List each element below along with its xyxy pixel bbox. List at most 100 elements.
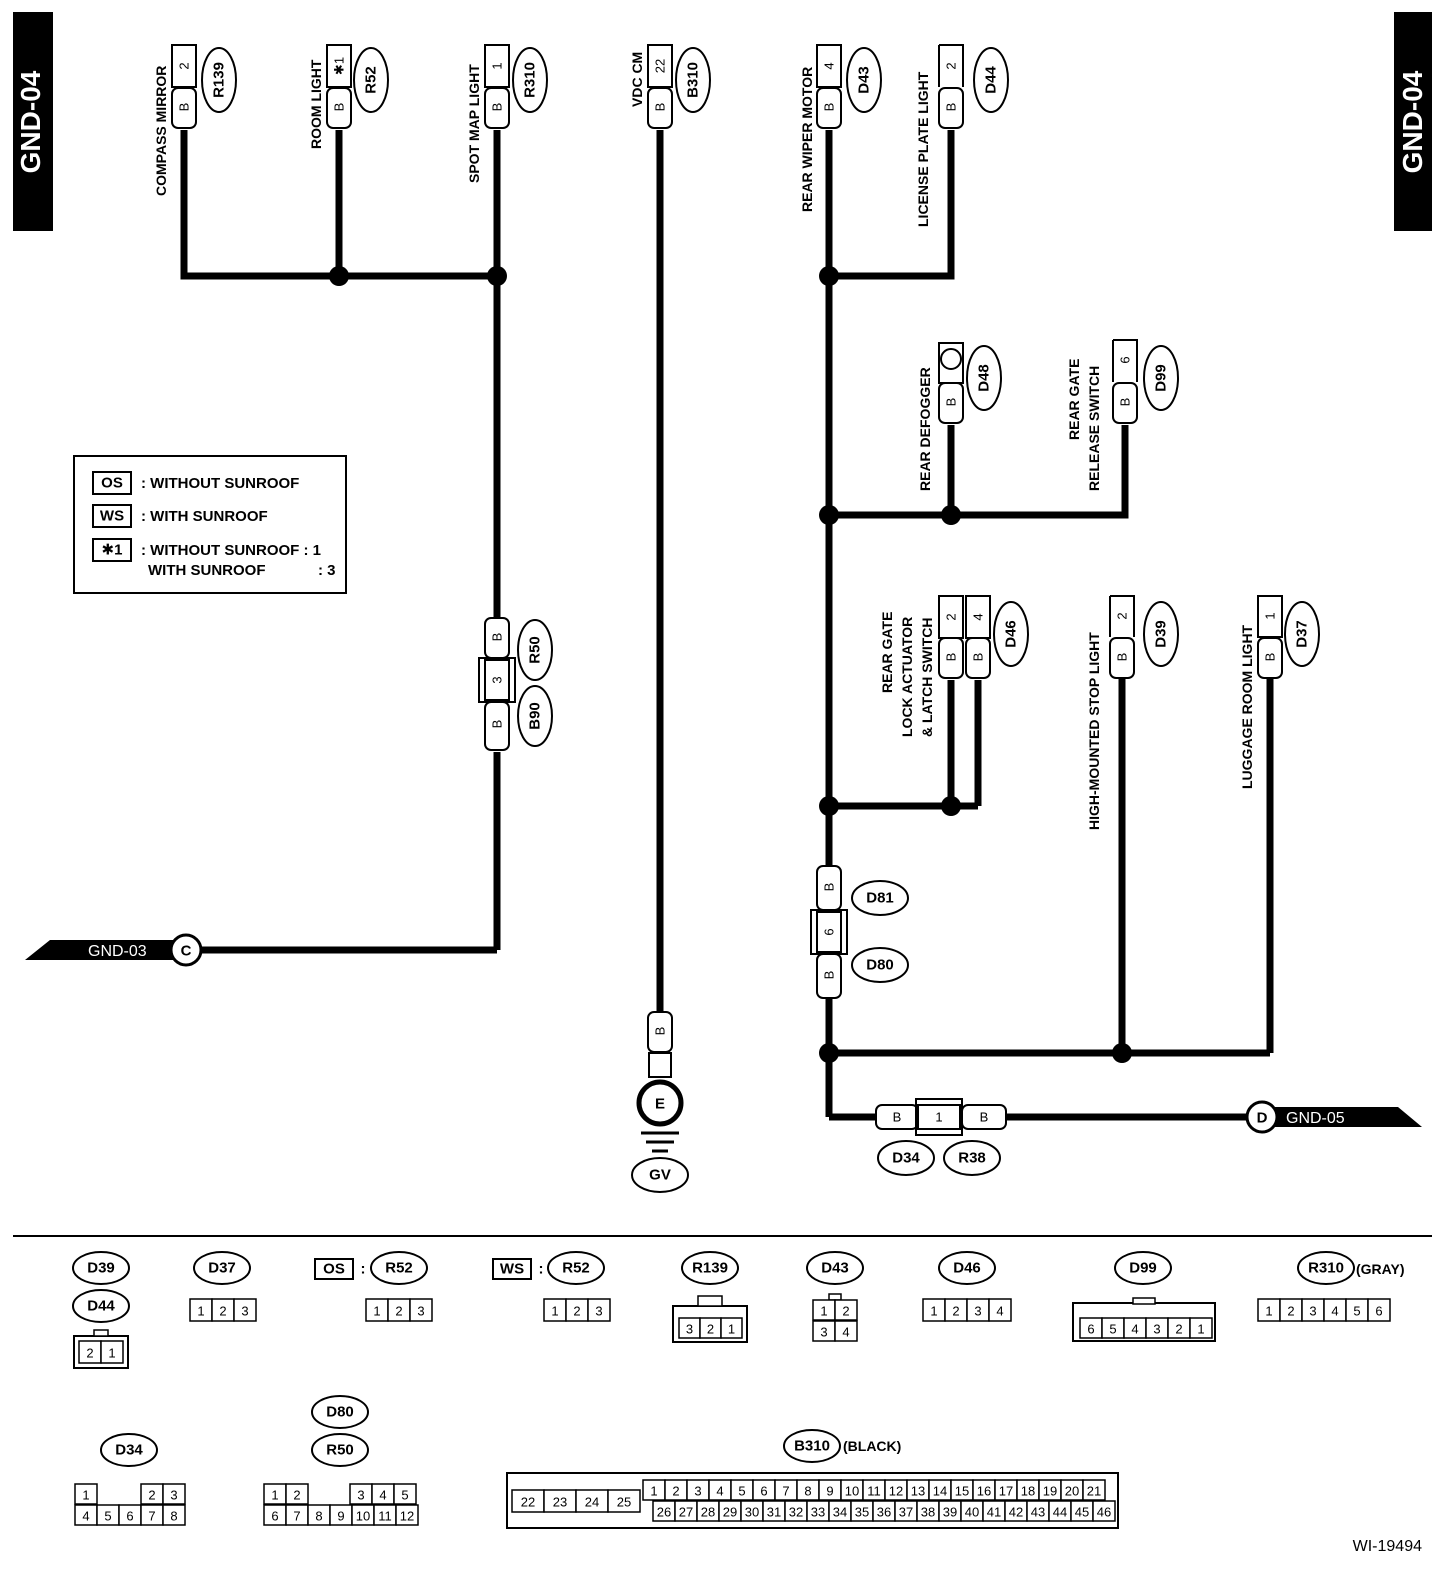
b310-pin: 38: [921, 1505, 935, 1520]
d99-pin: 5: [1109, 1322, 1116, 1337]
b310-pin: 21: [1087, 1484, 1101, 1499]
b310-pin: 12: [889, 1484, 903, 1499]
svg-text:B: B: [971, 653, 986, 662]
svg-text:22: 22: [653, 59, 668, 73]
b310-pin: 29: [723, 1505, 737, 1520]
d37-pin: 3: [241, 1304, 248, 1319]
d99-pin: 1: [1197, 1322, 1204, 1337]
svg-text:D46: D46: [953, 1260, 981, 1277]
svg-text:B: B: [332, 103, 347, 112]
svg-text:R52: R52: [562, 1260, 590, 1277]
svg-text:1: 1: [1263, 612, 1278, 619]
rear-gate-lock-label-1: REAR GATE: [879, 612, 895, 693]
d43-pin: 2: [842, 1304, 849, 1319]
svg-text:B: B: [653, 103, 668, 112]
compass-mirror-connector: 2 B R139 COMPASS MIRROR: [153, 44, 237, 196]
b310-pin: 43: [1031, 1505, 1045, 1520]
svg-text:R52: R52: [363, 66, 380, 94]
d80-pin: 10: [356, 1509, 370, 1524]
svg-text:B310: B310: [794, 1438, 830, 1455]
rear-gate-lock-label-3: & LATCH SWITCH: [919, 618, 935, 738]
d34-pin: 1: [82, 1488, 89, 1503]
svg-text:B310: B310: [685, 62, 702, 98]
svg-text:4: 4: [822, 62, 837, 69]
title-left: GND-04: [15, 70, 46, 173]
b310-pin: 40: [965, 1505, 979, 1520]
svg-text:6: 6: [1118, 356, 1133, 363]
svg-text:6: 6: [822, 928, 837, 935]
b310-pin: 26: [657, 1505, 671, 1520]
spot-map-light-connector: 1 B R310 SPOT MAP LIGHT: [466, 44, 548, 183]
svg-text:R310: R310: [1308, 1260, 1344, 1277]
ground-point-e: B E GV: [631, 1011, 689, 1193]
svg-text:D81: D81: [866, 890, 894, 907]
b310-pin: 37: [899, 1505, 913, 1520]
legend-star-code: ✱1: [102, 542, 123, 559]
svg-text:B: B: [653, 1027, 668, 1036]
b310-pin: 36: [877, 1505, 891, 1520]
svg-text::: :: [361, 1261, 366, 1278]
d34-pin: 4: [82, 1509, 89, 1524]
d80-pin: 7: [293, 1509, 300, 1524]
legend-os-desc: : WITHOUT SUNROOF: [141, 475, 299, 492]
rear-gate-release-connector: 6 B D99 REAR GATE RELEASE SWITCH: [1066, 339, 1179, 491]
b310-pin: 39: [943, 1505, 957, 1520]
svg-text:R50: R50: [527, 636, 544, 664]
svg-text:1: 1: [490, 62, 505, 69]
b310-pin: 35: [855, 1505, 869, 1520]
d99-pin: 2: [1175, 1322, 1182, 1337]
rear-wiper-motor-connector: 4 B D43 REAR WIPER MOTOR: [799, 44, 882, 212]
d80-pin: 12: [400, 1509, 414, 1524]
b310-pin: 23: [553, 1495, 567, 1510]
svg-text:B: B: [893, 1110, 902, 1125]
svg-text:GND-03: GND-03: [88, 943, 147, 960]
svg-text:E: E: [655, 1096, 665, 1113]
svg-text:R139: R139: [692, 1260, 728, 1277]
svg-text:D46: D46: [1003, 620, 1020, 648]
b310-pin: 42: [1009, 1505, 1023, 1520]
r139-pin: 1: [728, 1322, 735, 1337]
d39-pin: 2: [86, 1346, 93, 1361]
legend-ws-desc: : WITH SUNROOF: [141, 508, 268, 525]
figure-id: WI-19494: [1353, 1538, 1422, 1555]
r52-ws-pin: 2: [573, 1304, 580, 1319]
d46-pin: 1: [930, 1304, 937, 1319]
legend-star-line2-val: : 3: [318, 562, 336, 579]
b310-pin: 44: [1053, 1505, 1067, 1520]
r310-pin: 5: [1353, 1304, 1360, 1319]
b310-pin: 3: [694, 1484, 701, 1499]
d80-pin: 8: [315, 1509, 322, 1524]
b310-pin: 32: [789, 1505, 803, 1520]
svg-text:D39: D39: [87, 1260, 115, 1277]
rear-gate-release-label-1: REAR GATE: [1066, 359, 1082, 440]
svg-text:2: 2: [944, 62, 959, 69]
svg-text:B: B: [490, 633, 505, 642]
d34-pin: 7: [148, 1509, 155, 1524]
svg-text:2: 2: [944, 613, 959, 620]
rear-gate-lock-label-2: LOCK ACTUATOR: [899, 617, 915, 737]
r310-pin: 1: [1265, 1304, 1272, 1319]
gnd05-reference[interactable]: GND-05 D: [1245, 1100, 1422, 1134]
d80-pin: 4: [379, 1488, 386, 1503]
compass-mirror-label: COMPASS MIRROR: [153, 66, 169, 196]
svg-text:2: 2: [1115, 612, 1130, 619]
gnd03-reference[interactable]: GND-03 C: [25, 933, 203, 967]
d46-pin: 2: [952, 1304, 959, 1319]
b310-pin: 9: [826, 1484, 833, 1499]
svg-text:D43: D43: [856, 66, 873, 94]
svg-text:D48: D48: [976, 364, 993, 392]
luggage-room-light-label: LUGGAGE ROOM LIGHT: [1239, 624, 1255, 789]
r139-pin: 3: [686, 1322, 693, 1337]
wires: [180, 130, 1274, 1121]
svg-text:R50: R50: [326, 1442, 354, 1459]
r139-pin: 2: [707, 1322, 714, 1337]
license-plate-light-label: LICENSE PLATE LIGHT: [915, 71, 931, 227]
svg-text::: :: [539, 1261, 544, 1278]
r310-pin: 6: [1375, 1304, 1382, 1319]
d43-pin: 4: [842, 1325, 849, 1340]
b310-pin: 15: [955, 1484, 969, 1499]
svg-text:4: 4: [971, 613, 986, 620]
d80-pin: 1: [271, 1488, 278, 1503]
d34-pin: 6: [126, 1509, 133, 1524]
